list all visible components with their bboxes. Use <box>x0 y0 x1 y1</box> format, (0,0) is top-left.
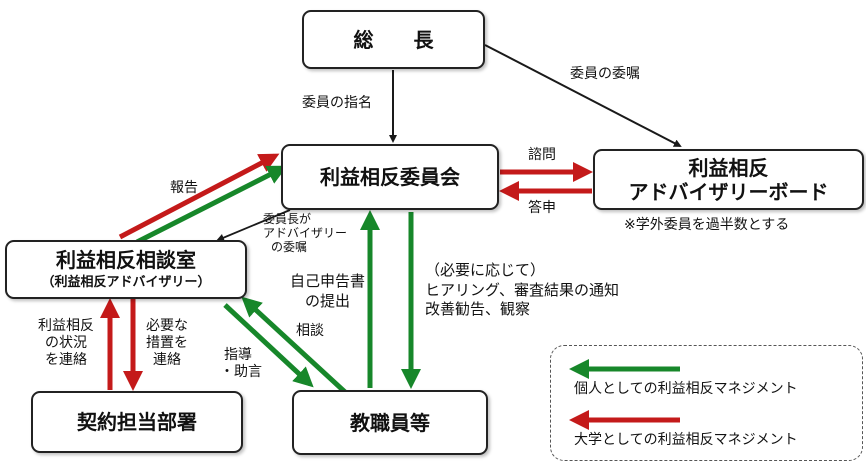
node-committee: 利益相反委員会 <box>281 144 499 210</box>
arrow-consult-green <box>241 296 347 394</box>
board-label-line1: 利益相反 <box>688 155 769 180</box>
as-needed-line3: 改善勧告、観察 <box>425 300 531 318</box>
label-appoint-members: 委員の指名 <box>302 95 372 111</box>
arrow-guidance-green <box>223 303 314 388</box>
board-label-line2: アドバイザリーボード <box>628 179 829 204</box>
label-commission-members: 委員の委嘱 <box>570 66 640 82</box>
label-as-needed: （必要に応じて） ヒアリング、審査結果の通知 改善勧告、観察 <box>425 261 619 320</box>
measures-contact-line2: 措置を <box>146 334 188 351</box>
label-status-contact: 利益相反 の状況 を連絡 <box>38 318 94 368</box>
arrow-report-red <box>118 153 280 240</box>
legend-box <box>550 345 863 461</box>
guidance-line2: ・助言 <box>220 363 262 380</box>
label-guidance: 指導 ・助言 <box>220 347 262 381</box>
status-contact-line3: を連絡 <box>45 351 87 368</box>
self-report-line1: 自己申告書 <box>290 272 366 290</box>
faculty-label: 教職員等 <box>350 410 430 435</box>
label-report: 報告 <box>170 180 198 196</box>
committee-label: 利益相反委員会 <box>320 165 460 189</box>
label-inquiry: 諮問 <box>528 147 556 163</box>
label-chair-commission: 委員長が アドバイザリー の委嘱 <box>263 212 348 254</box>
legend-individual-label: 個人としての利益相反マネジメント <box>574 381 798 397</box>
label-self-report: 自己申告書 の提出 <box>290 272 365 311</box>
node-consultation-office: 利益相反相談室 （利益相反アドバイザリー） <box>5 240 247 299</box>
node-advisory-board: 利益相反 アドバイザリーボード <box>593 149 864 210</box>
footnote-external-members: ※学外委員を過半数とする <box>624 217 790 233</box>
self-report-line2: の提出 <box>305 291 351 310</box>
status-contact-line2: の状況 <box>45 334 87 351</box>
arrow-report-green <box>135 165 288 245</box>
chair-commission-line2: アドバイザリー <box>263 225 348 240</box>
measures-contact-line1: 必要な <box>146 318 188 334</box>
guidance-line1: 指導 <box>224 347 252 363</box>
arrow-committee-to-office <box>216 209 291 242</box>
chair-commission-line3: の委嘱 <box>271 239 308 254</box>
node-president: 総 長 <box>302 10 485 69</box>
as-needed-line2: ヒアリング、審査結果の通知 <box>425 280 619 299</box>
office-title: 利益相反相談室 <box>56 248 196 273</box>
measures-contact-line3: 連絡 <box>153 351 181 368</box>
arrow-president-to-board <box>484 44 682 147</box>
chair-commission-line1: 委員長が <box>263 212 312 226</box>
status-contact-line1: 利益相反 <box>38 318 94 334</box>
office-subtitle: （利益相反アドバイザリー） <box>41 275 211 291</box>
president-label: 総 長 <box>353 27 434 52</box>
node-faculty: 教職員等 <box>292 390 488 455</box>
label-reply: 答申 <box>528 200 556 216</box>
as-needed-line1: （必要に応じて） <box>425 261 546 279</box>
node-contract-dept: 契約担当部署 <box>31 391 243 453</box>
contract-label: 契約担当部署 <box>77 410 197 434</box>
legend-university-label: 大学としての利益相反マネジメント <box>574 432 798 448</box>
label-consult: 相談 <box>296 323 324 339</box>
label-measures-contact: 必要な 措置を 連絡 <box>146 318 188 368</box>
